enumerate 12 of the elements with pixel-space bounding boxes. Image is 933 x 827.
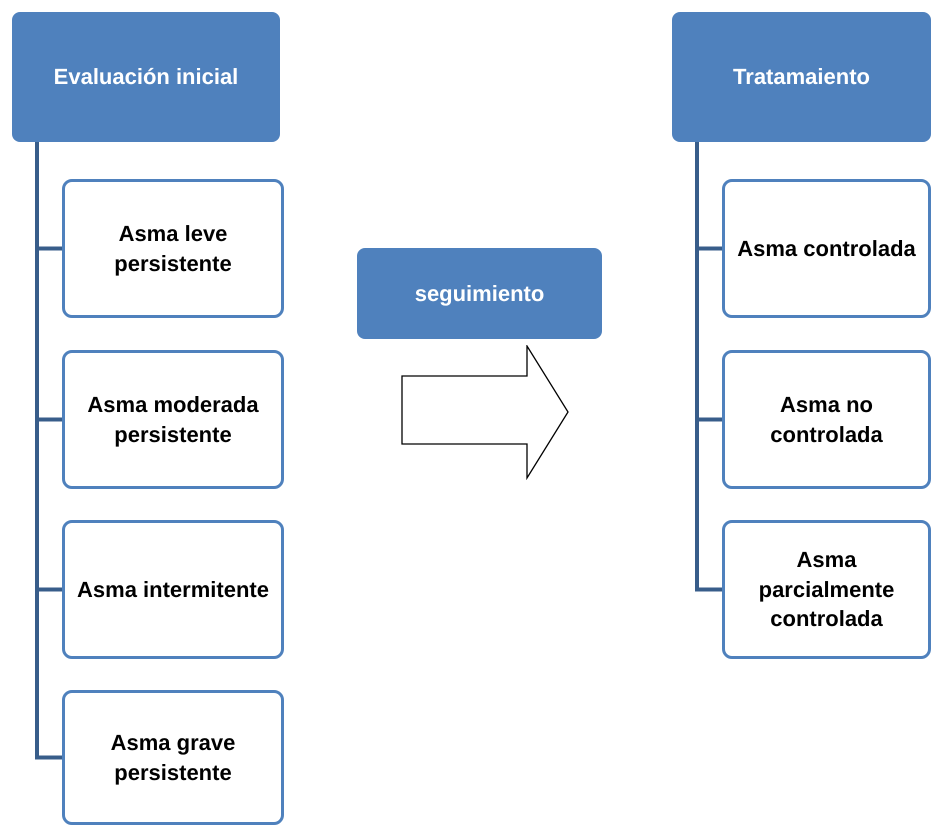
header-box: Tratamaiento	[672, 12, 931, 142]
category-box: Asma no controlada	[722, 350, 931, 489]
category-box: Asma intermitente	[62, 520, 284, 659]
category-box: Asma controlada	[722, 179, 931, 318]
category-box: Asma parcialmente controlada	[722, 520, 931, 659]
header-box: Evaluación inicial	[12, 12, 280, 142]
header-box: seguimiento	[357, 248, 602, 339]
category-box: Asma grave persistente	[62, 690, 284, 825]
category-box: Asma moderada persistente	[62, 350, 284, 489]
connector-line	[695, 142, 722, 592]
category-box: Asma leve persistente	[62, 179, 284, 318]
block-arrow	[401, 345, 570, 480]
